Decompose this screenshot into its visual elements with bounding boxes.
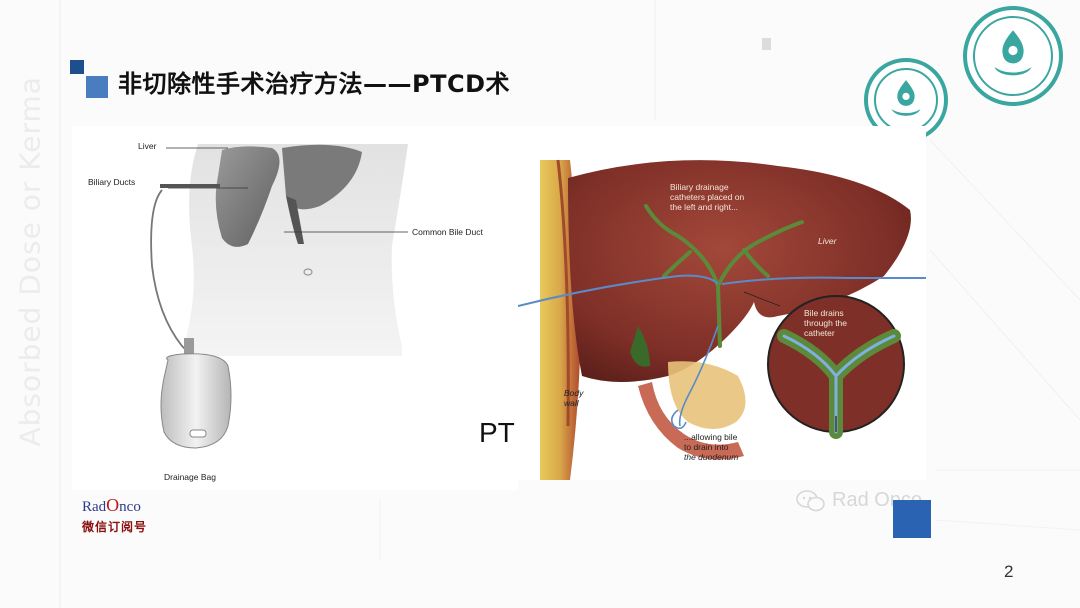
hospital-emblem-icon	[994, 30, 1032, 76]
radonco-logo: RadOnco 微信订阅号	[82, 495, 147, 535]
radonco-subtitle: 微信订阅号	[82, 520, 148, 534]
title-square-dark	[70, 60, 84, 74]
drainage-tube	[150, 189, 191, 357]
label-drainage-bag: Drainage Bag	[164, 472, 216, 482]
ptcd-drainage-diagram: Liver Biliary Ducts Common Bile Duct Dra…	[72, 126, 518, 490]
biliary-drainage-illustration: Biliary drainage catheters placed on the…	[517, 126, 926, 480]
title-square-light	[86, 76, 108, 98]
catheter-connector	[160, 184, 220, 188]
decorative-blue-block	[893, 500, 931, 538]
label-liver: Liver	[138, 141, 157, 151]
wechat-icon	[796, 489, 825, 511]
liver-catheter-illustration	[517, 159, 926, 480]
title-squares-icon	[70, 60, 112, 102]
label-liver-right: Liver	[818, 236, 837, 246]
slide-title-bar: 非切除性手术治疗方法——PTCD术	[70, 60, 510, 102]
hospital-emblem-icon	[891, 80, 921, 116]
drainage-bag-illustration	[160, 353, 232, 449]
label-common-bile-duct: Common Bile Duct	[412, 227, 483, 237]
slide-title: 非切除性手术治疗方法——PTCD术	[118, 69, 510, 98]
drainage-diagram-illustration	[150, 144, 408, 449]
background-watermark: Absorbed Dose or Kerma	[13, 76, 47, 447]
right-catheter	[721, 276, 926, 285]
biliary-tree	[644, 204, 804, 348]
label-biliary-ducts: Biliary Ducts	[88, 177, 136, 187]
label-allowing-bile: ...allowing bile to drain into the duode…	[684, 432, 739, 462]
label-bile-drains: Bile drains through the catheter	[804, 308, 848, 338]
label-body-wall: Body wall	[564, 388, 584, 408]
hospital-logo-large	[963, 6, 1063, 106]
left-catheter	[517, 274, 719, 307]
overlap-text: PT	[479, 417, 515, 448]
radonco-name: RadOnco	[82, 495, 141, 515]
page-number: 2	[1004, 562, 1014, 581]
label-catheters: Biliary drainage catheters placed on the…	[670, 182, 745, 212]
decorative-square	[762, 38, 771, 50]
